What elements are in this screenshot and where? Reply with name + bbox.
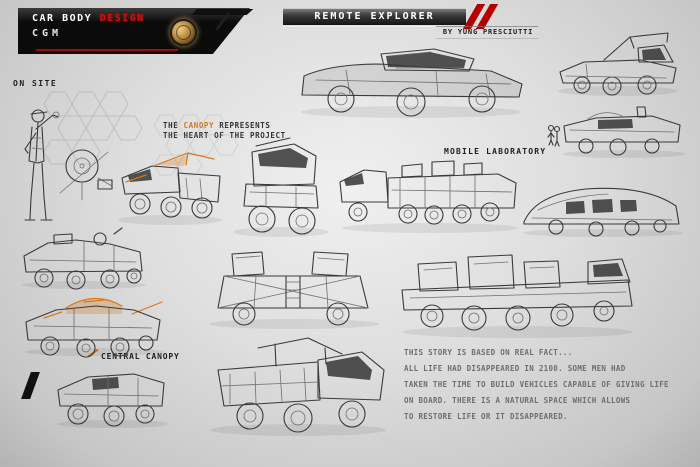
- corner-slash-mark: [21, 372, 40, 399]
- banner-red-stripe: [36, 49, 178, 51]
- brand-carbody-text: CAR BODY: [32, 13, 100, 24]
- sketch-central-canopy-vehicle: [14, 288, 174, 358]
- story-line: ON BOARD. THERE IS A NATURAL SPACE WHICH…: [404, 396, 631, 405]
- mobile-laboratory-label: MOBILE LABORATORY: [444, 147, 547, 156]
- brand-title: CAR BODY DESIGN: [32, 13, 250, 24]
- sketch-mobile-laboratory-truck: [330, 150, 525, 240]
- byline-rule: [436, 38, 538, 39]
- sketch-canopy-truck-bottom: [200, 328, 395, 438]
- sketch-crane-vehicle: [546, 28, 691, 98]
- canopy-note-represents: REPRESENTS: [214, 121, 271, 130]
- sketch-circle-diagram: [50, 138, 120, 208]
- story-line: THIS STORY IS BASED ON REAL FACT...: [404, 348, 573, 357]
- story-line: ALL LIFE HAD DISAPPEARED IN 2100. SOME M…: [404, 364, 626, 373]
- sketch-crane-truck-left: [108, 146, 233, 236]
- canopy-note-highlight: CANOPY: [183, 121, 215, 130]
- compass-emblem-icon: [170, 19, 197, 46]
- page-title: REMOTE EXPLORER: [283, 8, 466, 25]
- sketch-container-truck: [390, 242, 645, 342]
- sketch-rear-view-truck: [196, 246, 391, 331]
- canopy-note-line1: THE CANOPY REPRESENTS: [163, 121, 286, 131]
- story-line: TAKEN THE TIME TO BUILD VEHICLES CAPABLE…: [404, 380, 669, 389]
- sketch-dome-rover: [508, 180, 693, 238]
- brand-banner: CAR BODY DESIGN CGM: [18, 8, 250, 54]
- sketch-modular-rover: [14, 226, 154, 291]
- title-underline: [283, 26, 466, 27]
- sketch-tall-truck-center: [226, 134, 336, 239]
- story-line: TO RESTORE LIFE OR IT DISAPPEARED.: [404, 412, 568, 421]
- central-canopy-label: CENTRAL CANOPY: [101, 352, 180, 361]
- byline-rule: [436, 26, 538, 27]
- sketch-surveyor-figure: [8, 103, 68, 228]
- sketch-main-rover: [286, 44, 536, 119]
- banner-wing: [190, 9, 254, 15]
- brand-cgm-text: CGM: [32, 28, 63, 39]
- sketch-chimney-vehicle: [544, 98, 694, 160]
- brand-design-text: DESIGN: [99, 13, 145, 24]
- story-text: THIS STORY IS BASED ON REAL FACT... ALL …: [404, 345, 686, 425]
- on-site-label: ON SITE: [13, 79, 58, 88]
- emblem-ring: [176, 25, 191, 40]
- canopy-note-the: THE: [163, 121, 184, 130]
- sketch-truck-lower-left: [48, 358, 178, 430]
- byline: BY YUNG PRESCIUTTI: [442, 28, 534, 36]
